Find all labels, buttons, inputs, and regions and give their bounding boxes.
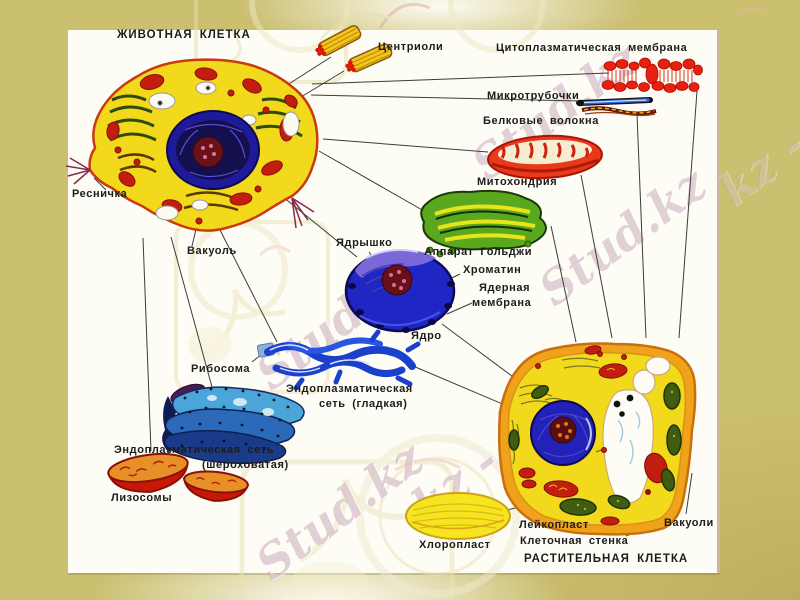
label-golgi: Аппарат Гольджи — [424, 246, 533, 258]
animal-vacuoles — [148, 81, 300, 221]
label-smooth-er-line2: сеть (гладкая) — [319, 398, 408, 410]
label-nuclear-membrane-line1: Ядерная — [479, 282, 531, 294]
plant-cell-illustration — [497, 342, 697, 536]
label-mitochondria: Митохондрия — [477, 176, 558, 188]
label-microtubules: Микротрубочки — [487, 90, 580, 102]
hummingbird-logo-bottom — [239, 434, 520, 600]
cytoplasmic-membrane-illustration — [601, 57, 703, 93]
label-cytoplasmic-membrane: Цитоплазматическая мембрана — [496, 42, 688, 54]
label-leucoplast: Лейкопласт — [519, 519, 589, 531]
label-chromatin: Хроматин — [463, 264, 522, 276]
label-centrioles: Центриоли — [378, 41, 444, 53]
chloroplast-illustration — [405, 492, 511, 540]
plant-chloroplasts — [508, 382, 682, 516]
label-ribosome: Рибосома — [191, 363, 251, 375]
label-vacuoles: Вакуоли — [664, 517, 714, 529]
label-nucleus: Ядро — [411, 330, 442, 342]
lysosomes-illustration — [107, 452, 250, 502]
label-rough-er-line2: (шероховатая) — [202, 459, 289, 471]
label-nucleolus: Ядрышко — [336, 237, 393, 249]
plant-cell-title: РАСТИТЕЛЬНАЯ КЛЕТКА — [524, 553, 689, 565]
plant-vacuoles — [602, 356, 671, 504]
rough-er-illustration — [162, 383, 305, 465]
label-vacuole: Вакуоль — [187, 245, 237, 257]
cilium-right — [291, 197, 315, 229]
label-nuclear-membrane-line2: мембрана — [472, 297, 532, 309]
label-protein-fibers: Белковые волокна — [483, 115, 599, 127]
centrioles-illustration — [315, 25, 393, 73]
label-cell-wall: Клеточная стенка — [520, 535, 629, 547]
label-smooth-er-line1: Эндоплазматическая — [286, 383, 413, 395]
microtubules-illustration — [576, 97, 653, 107]
animal-cell-illustration — [65, 58, 319, 232]
protein-fibers-illustration — [581, 106, 657, 117]
cilium-left — [65, 157, 91, 185]
label-rough-er-line1: Эндоплазматическая сеть — [114, 444, 275, 456]
animal-cell-title: ЖИВОТНАЯ КЛЕТКА — [117, 29, 251, 41]
nucleus-illustration — [344, 249, 456, 333]
animal-nucleus — [166, 110, 260, 190]
hummingbird-logo-top — [194, 0, 766, 84]
smooth-er-illustration — [256, 329, 421, 391]
mitochondria-illustration — [487, 134, 603, 180]
label-cilium: Ресничка — [72, 188, 128, 200]
plant-nucleus — [530, 400, 596, 466]
golgi-illustration — [420, 189, 547, 258]
label-lysosomes: Лизосомы — [111, 492, 173, 504]
label-chloroplast: Хлоропласт — [419, 539, 491, 551]
animal-er-stacks — [107, 94, 303, 212]
